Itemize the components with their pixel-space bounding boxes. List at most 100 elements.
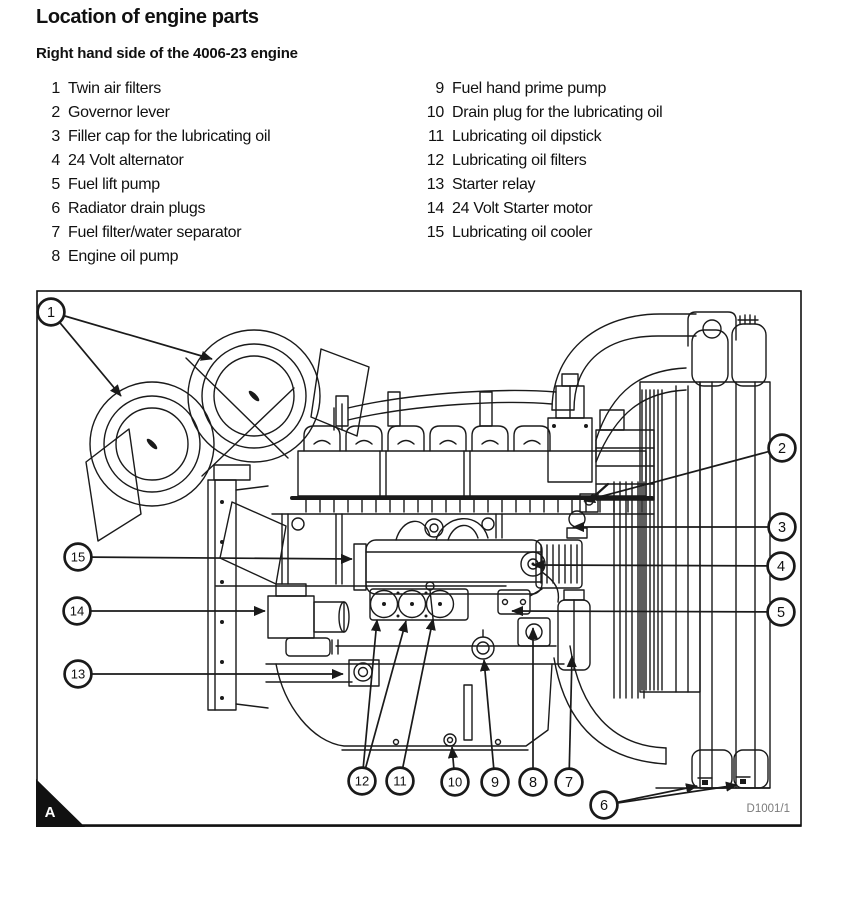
part-list-item: 6 Radiator drain plugs bbox=[36, 197, 270, 221]
callout-number: 11 bbox=[393, 774, 407, 789]
callout-6: 6 bbox=[589, 781, 738, 820]
part-number: 15 bbox=[426, 224, 445, 241]
part-label: Governor lever bbox=[68, 104, 170, 121]
section-title: Right hand side of the 4006-23 engine bbox=[36, 45, 298, 62]
callout-leader-line bbox=[364, 620, 408, 768]
callout-leader-line bbox=[92, 553, 353, 565]
parts-column-right: 9 Fuel hand prime pump 10 Drain plug for th… bbox=[420, 77, 663, 245]
part-number: 8 bbox=[51, 248, 60, 265]
callout-circle bbox=[518, 767, 548, 797]
part-label: Lubricating oil cooler bbox=[452, 224, 593, 241]
callout-number: 9 bbox=[491, 775, 499, 791]
part-label: Fuel lift pump bbox=[68, 176, 160, 193]
part-label: Fuel filter/water separator bbox=[68, 224, 242, 241]
callout-circle bbox=[766, 597, 796, 627]
callout-15: 15 bbox=[63, 542, 353, 572]
part-number: 6 bbox=[51, 200, 60, 217]
callout-number: 14 bbox=[70, 604, 84, 619]
engine-line-art bbox=[85, 311, 771, 789]
callout-leader-line bbox=[511, 605, 767, 617]
callout-7: 7 bbox=[554, 655, 584, 797]
callout-8: 8 bbox=[518, 627, 548, 797]
part-number: 12 bbox=[426, 152, 445, 169]
callout-leader-line bbox=[479, 659, 495, 768]
callout-number: 7 bbox=[565, 775, 573, 791]
callout-leader-line bbox=[583, 450, 769, 504]
callout-2: 2 bbox=[583, 433, 797, 504]
part-number: 7 bbox=[51, 224, 60, 241]
callout-circle bbox=[767, 433, 797, 463]
callout-circle bbox=[440, 767, 470, 797]
callout-leader-line bbox=[64, 315, 213, 361]
callout-13: 13 bbox=[63, 659, 344, 689]
part-label: Engine oil pump bbox=[68, 248, 179, 265]
callout-circle bbox=[766, 551, 796, 581]
part-number: 4 bbox=[51, 152, 60, 169]
page-title: Location of engine parts bbox=[36, 6, 259, 28]
part-list-item: 10 Drain plug for the lubricating oil bbox=[420, 101, 663, 125]
callout-circle bbox=[63, 659, 93, 689]
callout-number: 6 bbox=[600, 798, 608, 814]
part-number: 9 bbox=[435, 80, 444, 97]
callout-number: 1 bbox=[47, 305, 55, 321]
callout-leader-line bbox=[59, 322, 122, 397]
part-list-item: 15 Lubricating oil cooler bbox=[420, 221, 662, 245]
part-number: 14 bbox=[426, 200, 445, 217]
callout-circle bbox=[347, 766, 377, 796]
callout-4: 4 bbox=[532, 551, 796, 581]
part-number: 3 bbox=[51, 128, 60, 145]
callout-leader-line bbox=[618, 781, 738, 804]
part-number: 1 bbox=[51, 80, 60, 97]
callout-circle bbox=[36, 297, 66, 327]
callout-number: 4 bbox=[777, 559, 785, 575]
part-label: 24 Volt Starter motor bbox=[452, 200, 593, 217]
part-label: Fuel hand prime pump bbox=[452, 80, 607, 97]
figure-code: D1001/1 bbox=[747, 803, 790, 815]
part-number: 5 bbox=[51, 176, 60, 193]
callout-circle bbox=[63, 542, 93, 572]
callout-circle bbox=[480, 767, 510, 797]
callout-12: 12 bbox=[347, 619, 408, 796]
callout-9: 9 bbox=[479, 659, 510, 797]
callout-leader-line bbox=[617, 783, 698, 803]
callout-leader-line bbox=[447, 746, 459, 768]
part-number: 13 bbox=[426, 176, 445, 193]
callout-number: 10 bbox=[448, 775, 462, 790]
callout-leader-line bbox=[532, 559, 767, 571]
callout-3: 3 bbox=[572, 512, 797, 542]
callout-circle bbox=[589, 790, 619, 820]
part-label: Lubricating oil dipstick bbox=[452, 128, 602, 145]
callout-5: 5 bbox=[511, 597, 796, 627]
callout-leader-line bbox=[362, 619, 382, 767]
callout-number: 15 bbox=[71, 550, 85, 565]
callout-circle bbox=[554, 767, 584, 797]
callout-1: 1 bbox=[36, 297, 213, 397]
callout-leader-line bbox=[566, 655, 577, 768]
part-label: Lubricating oil filters bbox=[452, 152, 587, 169]
part-number: 10 bbox=[426, 104, 445, 121]
part-label: Filler cap for the lubricating oil bbox=[68, 128, 271, 145]
callout-number: 12 bbox=[355, 774, 369, 789]
callout-14: 14 bbox=[62, 596, 266, 626]
callout-number: 2 bbox=[778, 441, 786, 457]
callout-number: 13 bbox=[71, 667, 85, 682]
callout-10: 10 bbox=[440, 746, 470, 797]
part-label: Radiator drain plugs bbox=[68, 200, 206, 217]
callout-circle bbox=[385, 766, 415, 796]
callout-circle bbox=[767, 512, 797, 542]
view-corner-triangle bbox=[36, 779, 85, 827]
part-label: Drain plug for the lubricating oil bbox=[452, 104, 663, 121]
callout-number: 3 bbox=[778, 520, 786, 536]
callout-number: 8 bbox=[529, 775, 537, 791]
callout-leader-line bbox=[402, 618, 436, 768]
